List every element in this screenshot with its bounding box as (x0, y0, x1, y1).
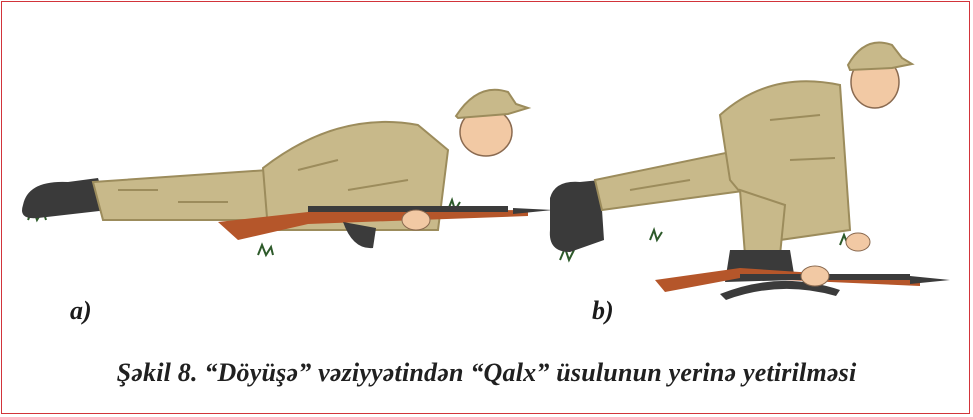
soldier-prone-illustration (22, 88, 553, 258)
figure-label-a: a) (70, 296, 92, 325)
figure-label-b: b) (592, 296, 614, 325)
figure-caption: Şəkil 8. “Döyüşə” vəziyyətindən “Qalx” ü… (116, 358, 857, 387)
soldier-rising-illustration (549, 41, 950, 300)
